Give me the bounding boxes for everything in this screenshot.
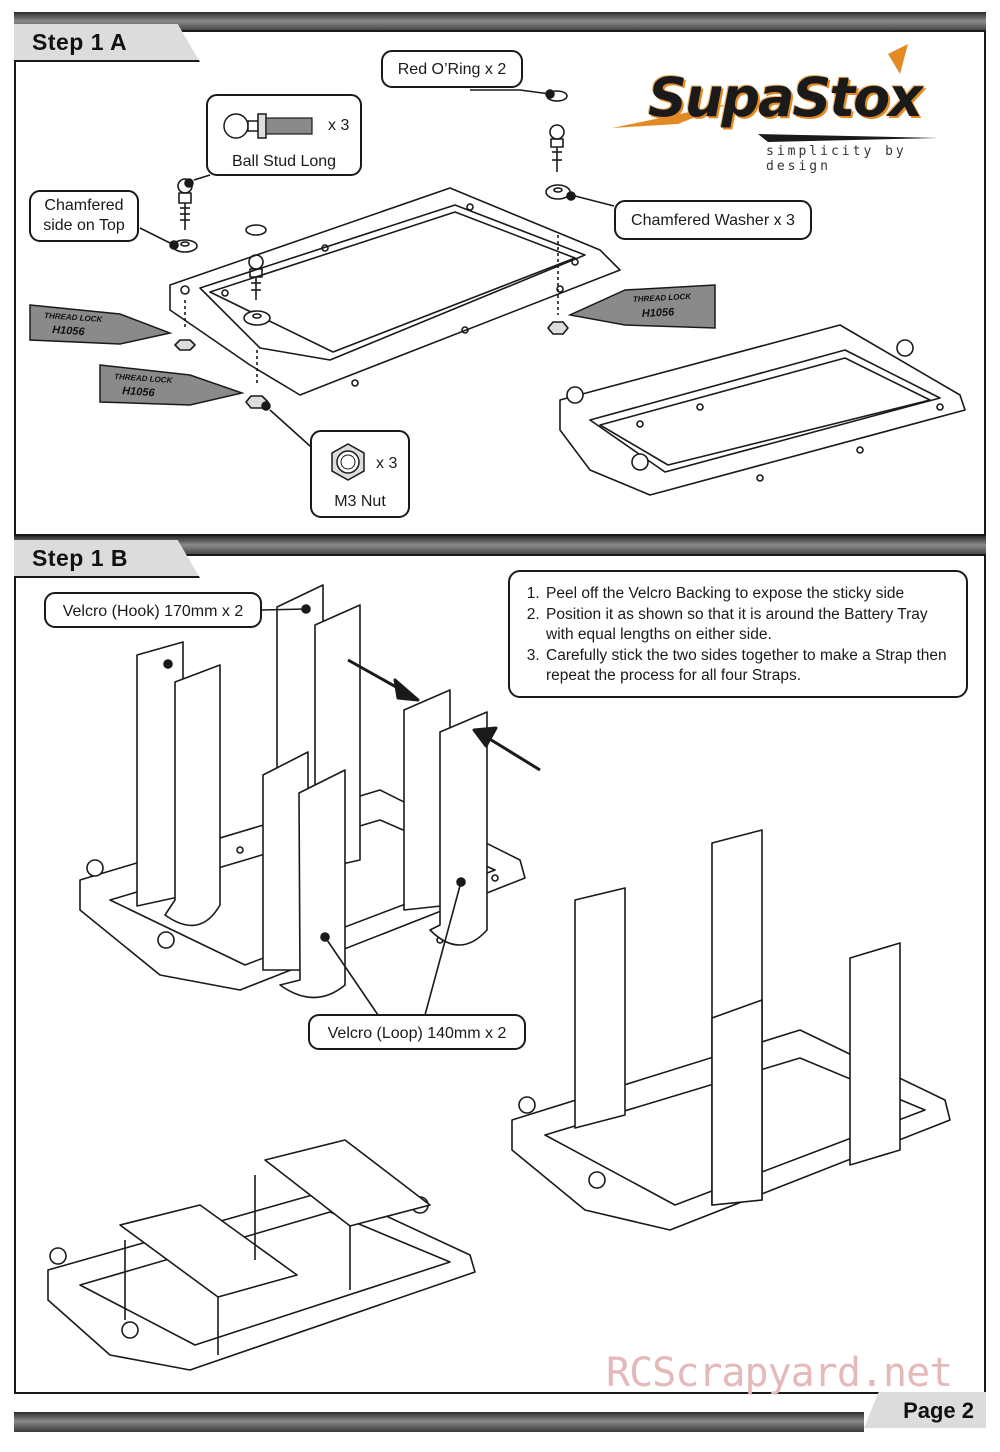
ball-stud-icon bbox=[223, 113, 313, 139]
m3-nut-label: M3 Nut bbox=[334, 493, 386, 510]
thread-lock-code: H1056 bbox=[52, 324, 86, 338]
velcro-hook-callout: Velcro (Hook) 170mm x 2 bbox=[44, 592, 262, 628]
step-1a-title: Step 1 A bbox=[32, 29, 128, 55]
direction-arrows bbox=[347, 658, 541, 772]
logo-brand: SupaStox bbox=[648, 66, 923, 129]
watermark: RCScrapyard.net bbox=[606, 1350, 953, 1396]
instruction-step-1: Peel off the Velcro Backing to expose th… bbox=[544, 584, 956, 605]
logo-tagline: simplicity by design bbox=[766, 144, 907, 174]
ball-stud-middle bbox=[243, 224, 271, 409]
chamfered-washer-label: Chamfered Washer x 3 bbox=[631, 212, 795, 229]
chamfered-line1: Chamfered bbox=[44, 197, 124, 214]
thread-lock-tube-middle: THREAD LOCK H1056 bbox=[99, 364, 245, 406]
logo-swoosh bbox=[612, 44, 938, 142]
ball-stud-label: Ball Stud Long bbox=[231, 153, 337, 170]
chamfered-line2: side on Top bbox=[43, 217, 125, 234]
nut-icon bbox=[331, 443, 365, 481]
middle-band bbox=[14, 536, 986, 556]
battery-tray-velcro-open bbox=[79, 584, 526, 999]
page-number: Page 2 bbox=[903, 1398, 974, 1423]
instruction-step-2: Position it as shown so that it is aroun… bbox=[544, 605, 956, 646]
leader-lines-a bbox=[139, 89, 615, 456]
battery-tray-velcro-closed bbox=[47, 1139, 476, 1371]
m3-nut-callout: x 3 M3 Nut bbox=[310, 430, 410, 518]
instruction-step-3: Carefully stick the two sides together t… bbox=[544, 646, 956, 687]
thread-lock-tube-right: THREAD LOCK H1056 bbox=[567, 284, 716, 329]
step-1b-frame bbox=[14, 554, 986, 1394]
thread-lock-tube-left: THREAD LOCK H1056 bbox=[29, 304, 173, 345]
step-1a-frame bbox=[14, 30, 986, 536]
step-1b-title: Step 1 B bbox=[32, 545, 129, 571]
red-oring-label: Red O’Ring x 2 bbox=[397, 61, 507, 78]
thread-lock-code: H1056 bbox=[642, 306, 676, 320]
battery-tray-exploded bbox=[169, 187, 621, 396]
chamfered-washer-callout: Chamfered Washer x 3 bbox=[614, 200, 812, 240]
velcro-hook-label: Velcro (Hook) 170mm x 2 bbox=[62, 603, 244, 620]
thread-lock-label: THREAD LOCK bbox=[114, 372, 174, 385]
top-band bbox=[14, 12, 986, 32]
ball-stud-right bbox=[545, 90, 571, 335]
thread-lock-label: THREAD LOCK bbox=[633, 292, 693, 304]
red-oring-callout: Red O’Ring x 2 bbox=[381, 50, 523, 88]
step-1a-tab: Step 1 A bbox=[14, 24, 200, 62]
m3-nut-qty: x 3 bbox=[376, 455, 398, 472]
ball-stud-qty: x 3 bbox=[328, 117, 350, 134]
instruction-list: Peel off the Velcro Backing to expose th… bbox=[522, 584, 956, 687]
page-tab: Page 2 bbox=[864, 1392, 986, 1428]
battery-tray-assembled-a bbox=[559, 324, 966, 496]
battery-tray-velcro-joined bbox=[511, 829, 951, 1231]
thread-lock-label: THREAD LOCK bbox=[44, 311, 104, 324]
step-1b-tab: Step 1 B bbox=[14, 540, 200, 578]
instructions-box: Peel off the Velcro Backing to expose th… bbox=[508, 570, 968, 698]
chamfered-top-callout: Chamfered side on Top bbox=[29, 190, 139, 242]
bottom-band bbox=[14, 1412, 864, 1432]
ball-stud-callout: x 3 Ball Stud Long bbox=[206, 94, 362, 176]
thread-lock-code: H1056 bbox=[122, 385, 156, 399]
supastox-logo: SupaStox simplicity by design bbox=[608, 44, 980, 174]
leader-lines-b bbox=[261, 608, 462, 1016]
velcro-loop-callout: Velcro (Loop) 140mm x 2 bbox=[308, 1014, 526, 1050]
velcro-loop-label: Velcro (Loop) 140mm x 2 bbox=[327, 1025, 507, 1042]
